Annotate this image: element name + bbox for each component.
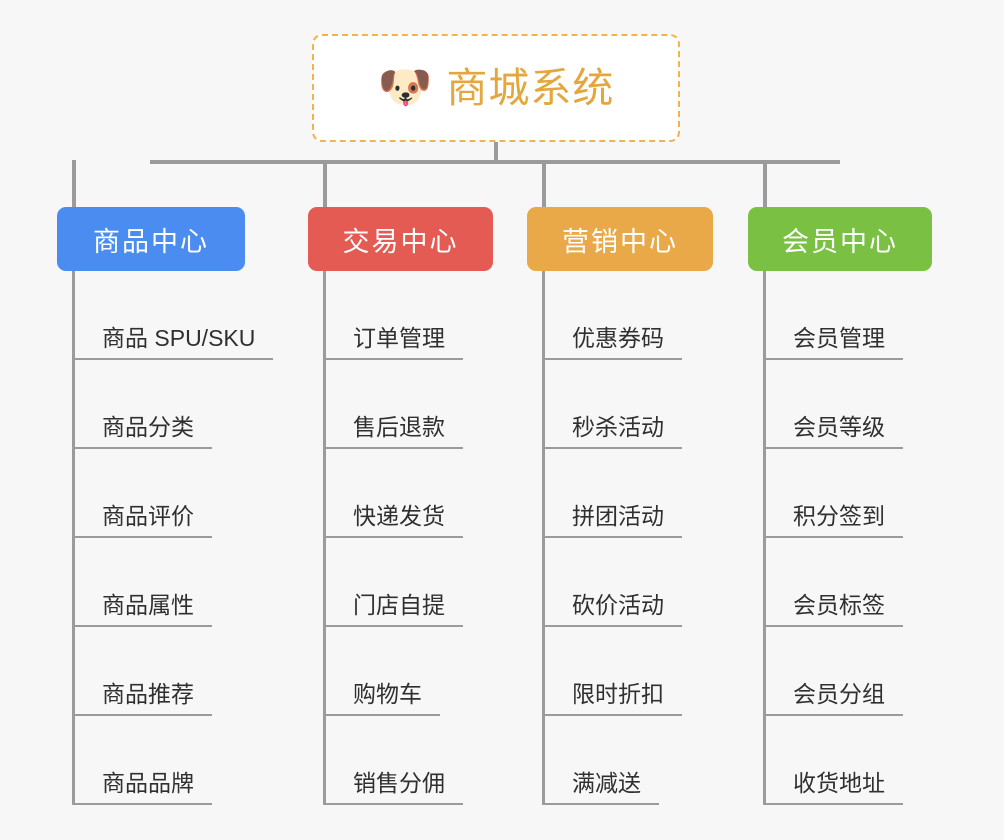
connector-trunk-3	[542, 271, 545, 805]
list-item-label: 商品推荐	[72, 681, 212, 716]
category-column-4: 会员中心会员管理会员等级积分签到会员标签会员分组收货地址	[748, 207, 932, 805]
category-header-1[interactable]: 商品中心	[57, 207, 245, 271]
list-item-label: 优惠券码	[542, 325, 682, 360]
list-item[interactable]: 会员管理	[748, 271, 932, 360]
list-item-label: 商品 SPU/SKU	[72, 325, 274, 360]
category-item-list-3: 优惠券码秒杀活动拼团活动砍价活动限时折扣满减送	[527, 271, 713, 805]
list-item[interactable]: 商品推荐	[57, 627, 245, 716]
list-item[interactable]: 商品评价	[57, 449, 245, 538]
list-item-label: 商品评价	[72, 503, 212, 538]
list-item-label: 限时折扣	[542, 681, 682, 716]
connector-root-stem	[494, 142, 498, 162]
list-item[interactable]: 购物车	[308, 627, 493, 716]
connector-branch-drop-4	[763, 160, 767, 208]
list-item[interactable]: 会员标签	[748, 538, 932, 627]
list-item-label: 门店自提	[323, 592, 463, 627]
connector-trunk-2	[323, 271, 326, 805]
list-item-label: 商品品牌	[72, 770, 212, 805]
category-column-3: 营销中心优惠券码秒杀活动拼团活动砍价活动限时折扣满减送	[527, 207, 713, 805]
list-item[interactable]: 商品品牌	[57, 716, 245, 805]
list-item[interactable]: 商品分类	[57, 360, 245, 449]
connector-horizontal-bus	[150, 160, 840, 164]
list-item-label: 积分签到	[763, 503, 903, 538]
list-item-label: 商品分类	[72, 414, 212, 449]
category-item-list-2: 订单管理售后退款快递发货门店自提购物车销售分佣	[308, 271, 493, 805]
category-header-2[interactable]: 交易中心	[308, 207, 493, 271]
list-item[interactable]: 会员分组	[748, 627, 932, 716]
list-item-label: 订单管理	[323, 325, 463, 360]
list-item[interactable]: 售后退款	[308, 360, 493, 449]
category-column-2: 交易中心订单管理售后退款快递发货门店自提购物车销售分佣	[308, 207, 493, 805]
list-item[interactable]: 门店自提	[308, 538, 493, 627]
connector-branch-drop-1	[72, 160, 76, 208]
list-item[interactable]: 砍价活动	[527, 538, 713, 627]
list-item[interactable]: 优惠券码	[527, 271, 713, 360]
list-item[interactable]: 商品 SPU/SKU	[57, 271, 274, 360]
connector-branch-drop-2	[323, 160, 327, 208]
list-item[interactable]: 销售分佣	[308, 716, 493, 805]
list-item[interactable]: 快递发货	[308, 449, 493, 538]
list-item-label: 销售分佣	[323, 770, 463, 805]
list-item[interactable]: 拼团活动	[527, 449, 713, 538]
connector-branch-drop-3	[542, 160, 546, 208]
list-item[interactable]: 限时折扣	[527, 627, 713, 716]
list-item-label: 收货地址	[763, 770, 903, 805]
list-item-label: 秒杀活动	[542, 414, 682, 449]
list-item-label: 会员等级	[763, 414, 903, 449]
list-item[interactable]: 积分签到	[748, 449, 932, 538]
list-item[interactable]: 秒杀活动	[527, 360, 713, 449]
list-item-label: 会员分组	[763, 681, 903, 716]
list-item[interactable]: 收货地址	[748, 716, 932, 805]
connector-trunk-4	[763, 271, 766, 805]
root-node[interactable]: 🐶 商城系统	[312, 34, 680, 142]
list-item-label: 购物车	[323, 681, 440, 716]
list-item[interactable]: 会员等级	[748, 360, 932, 449]
connector-trunk-1	[72, 271, 75, 805]
list-item[interactable]: 订单管理	[308, 271, 493, 360]
list-item[interactable]: 满减送	[527, 716, 713, 805]
list-item-label: 商品属性	[72, 592, 212, 627]
list-item-label: 拼团活动	[542, 503, 682, 538]
list-item-label: 满减送	[542, 770, 659, 805]
category-item-list-1: 商品 SPU/SKU 商品分类商品评价商品属性商品推荐商品品牌	[57, 271, 274, 805]
category-item-list-4: 会员管理会员等级积分签到会员标签会员分组收货地址	[748, 271, 932, 805]
list-item-label: 会员管理	[763, 325, 903, 360]
list-item[interactable]: 商品属性	[57, 538, 245, 627]
category-column-1: 商品中心商品 SPU/SKU 商品分类商品评价商品属性商品推荐商品品牌	[57, 207, 274, 805]
shiba-dog-face-icon: 🐶	[377, 63, 433, 112]
list-item-label: 售后退款	[323, 414, 463, 449]
category-header-4[interactable]: 会员中心	[748, 207, 932, 271]
root-title: 商城系统	[446, 64, 615, 111]
list-item-label: 快递发货	[323, 503, 463, 538]
category-header-3[interactable]: 营销中心	[527, 207, 713, 271]
list-item-label: 会员标签	[763, 592, 903, 627]
list-item-label: 砍价活动	[542, 592, 682, 627]
